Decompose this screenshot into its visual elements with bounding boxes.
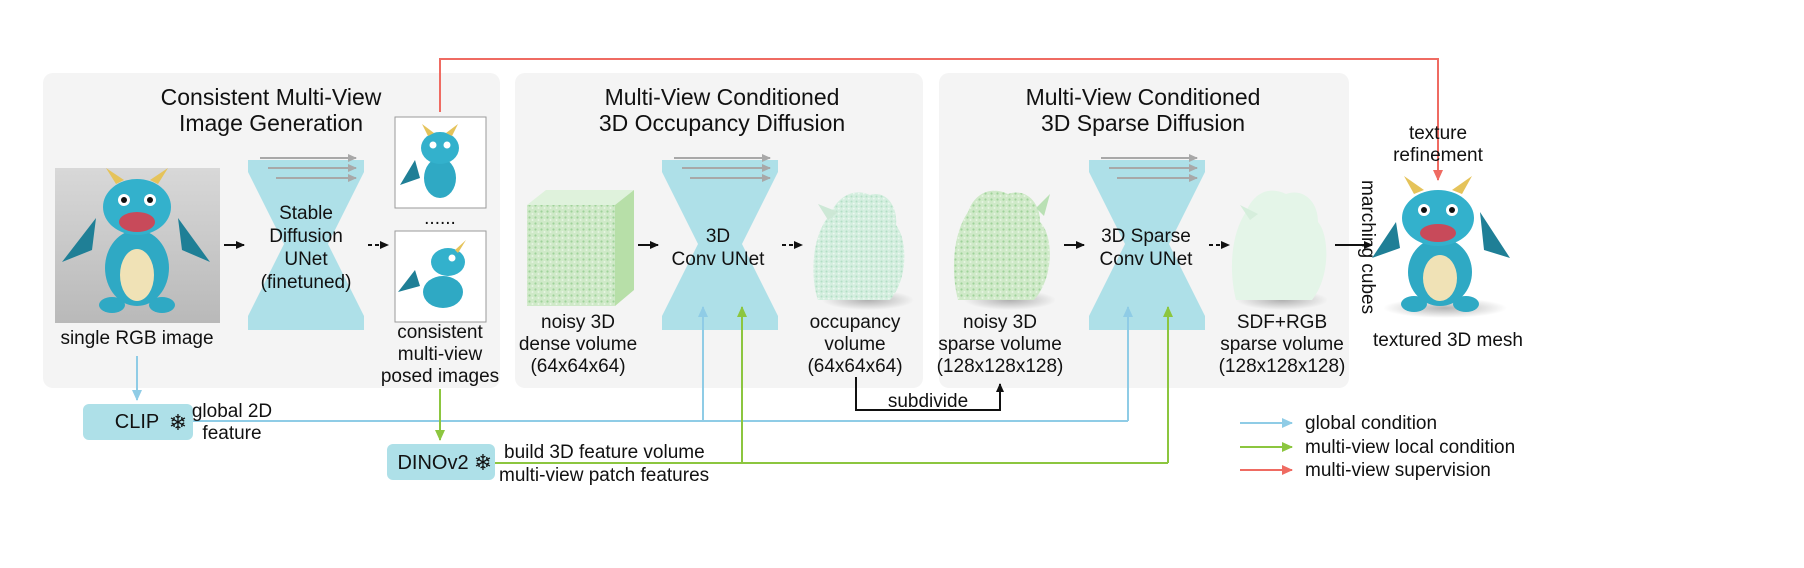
build-feature-label: build 3D feature volume <box>504 442 705 463</box>
sparse-unet-line1: 3D Sparse <box>1101 226 1191 247</box>
dino-label: DINOv2 <box>397 452 468 474</box>
legend-supervision-label: multi-view supervision <box>1305 460 1491 481</box>
mv-ellipsis: ...... <box>424 208 456 229</box>
panel-title-3-line1: Multi-View Conditioned <box>1026 84 1261 110</box>
texture-refinement-line1: texture <box>1409 123 1467 144</box>
noisy-dense-line3: (64x64x64) <box>530 356 625 377</box>
legend-local-label: multi-view local condition <box>1305 437 1515 458</box>
subdivide-arrow <box>855 377 1004 411</box>
sdf-rgb-line2: sparse volume <box>1220 334 1344 355</box>
sd-unet: Stable Diffusion UNet (finetuned) <box>248 154 364 330</box>
noisy-sparse-line3: (128x128x128) <box>937 356 1064 377</box>
marching-cubes-label: marching cubes <box>1357 180 1378 314</box>
mv-image-top <box>394 116 487 209</box>
mv-label-line3: posed images <box>381 366 499 387</box>
occupancy-volume <box>813 192 914 310</box>
snowflake-icon: ❄ <box>169 410 187 435</box>
sdf-rgb-line1: SDF+RGB <box>1237 312 1327 333</box>
sd-unet-line1: Stable <box>279 203 333 224</box>
occupancy-line3: (64x64x64) <box>807 356 902 377</box>
subdivide-label: subdivide <box>888 391 968 412</box>
supervision-line <box>439 58 1443 181</box>
sparse-unet-line2: Conv UNet <box>1100 249 1194 270</box>
textured-mesh-label: textured 3D mesh <box>1373 330 1523 351</box>
global-feature-line1: global 2D <box>192 401 272 422</box>
legend-global-label: global condition <box>1305 413 1437 434</box>
dragon-icon <box>62 168 210 313</box>
occupancy-line1: occupancy <box>810 312 901 333</box>
noisy-dense-line2: dense volume <box>519 334 637 355</box>
panel-title-3-line2: 3D Sparse Diffusion <box>1041 110 1245 136</box>
conv-unet: 3D Conv UNet <box>662 154 778 330</box>
noisy-sparse-line1: noisy 3D <box>963 312 1037 333</box>
mv-image-bottom <box>394 230 487 323</box>
sd-unet-line2: Diffusion <box>269 226 343 247</box>
noisy-dense-line1: noisy 3D <box>541 312 615 333</box>
global-feature-line2: feature <box>202 423 261 444</box>
conv-unet-line2: Conv UNet <box>672 249 766 270</box>
clip-label: CLIP <box>115 411 159 433</box>
panel-title-1-line2: Image Generation <box>179 110 363 136</box>
panel-title-1-line1: Consistent Multi-View <box>161 84 382 110</box>
sd-unet-line4: (finetuned) <box>261 272 352 293</box>
snowflake-icon: ❄ <box>474 450 492 475</box>
conv-unet-line1: 3D <box>706 226 730 247</box>
sdf-rgb-line3: (128x128x128) <box>1219 356 1346 377</box>
panel-title-2-line1: Multi-View Conditioned <box>605 84 840 110</box>
noisy-sparse-volume <box>953 190 1056 310</box>
noisy-sparse-line2: sparse volume <box>938 334 1062 355</box>
sparse-conv-unet: 3D Sparse Conv UNet <box>1089 154 1205 330</box>
patch-features-label: multi-view patch features <box>499 465 709 486</box>
input-image <box>55 168 220 323</box>
input-image-label: single RGB image <box>60 328 213 349</box>
panel-title-2-line2: 3D Occupancy Diffusion <box>599 110 845 136</box>
textured-mesh <box>1372 176 1510 318</box>
dino-encoder: DINOv2 ❄ <box>387 444 495 480</box>
legend: global condition multi-view local condit… <box>1240 413 1515 481</box>
sdf-rgb-volume <box>1231 190 1328 310</box>
mv-label-line2: multi-view <box>398 344 483 365</box>
texture-refinement-line2: refinement <box>1393 145 1483 166</box>
mv-label-line1: consistent <box>397 322 483 343</box>
noisy-dense-volume <box>527 190 634 306</box>
sd-unet-line3: UNet <box>284 249 328 270</box>
clip-encoder: CLIP ❄ <box>83 404 193 440</box>
occupancy-line2: volume <box>824 334 885 355</box>
